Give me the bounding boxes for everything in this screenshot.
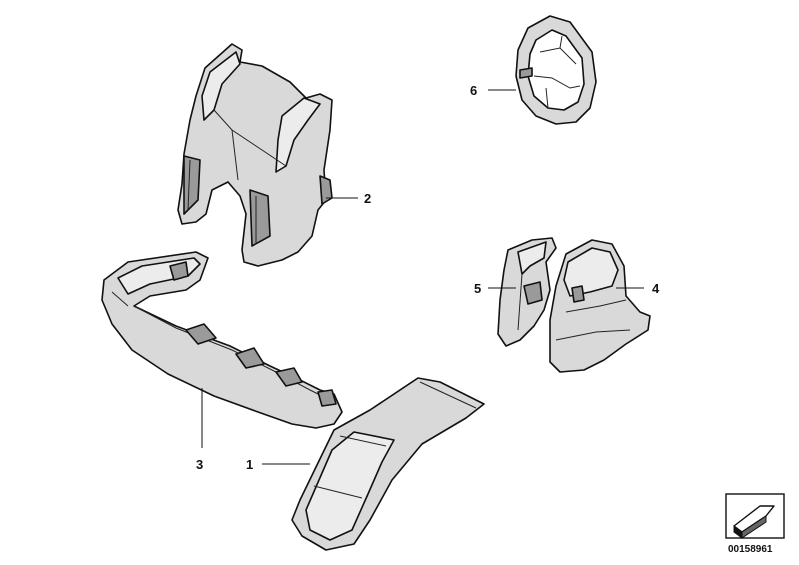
part-5-side-trim[interactable]	[497, 237, 557, 347]
part-6-bezel-frame[interactable]	[515, 15, 597, 125]
part-4-corner-trim[interactable]	[549, 239, 651, 373]
callout-part-4: 4	[652, 281, 660, 296]
callout-part-5: 5	[474, 281, 481, 296]
part-1-floor-cover[interactable]	[291, 377, 485, 551]
callout-part-1: 1	[246, 457, 253, 472]
part-2-rear-cover[interactable]	[177, 43, 333, 267]
catalog-number: 00158961	[728, 544, 773, 555]
part-3-lower-trim-panel[interactable]	[101, 251, 343, 429]
callout-part-2: 2	[364, 191, 371, 206]
callout-part-3: 3	[196, 457, 203, 472]
callout-part-6: 6	[470, 83, 477, 98]
arrow-box-icon	[725, 493, 785, 539]
